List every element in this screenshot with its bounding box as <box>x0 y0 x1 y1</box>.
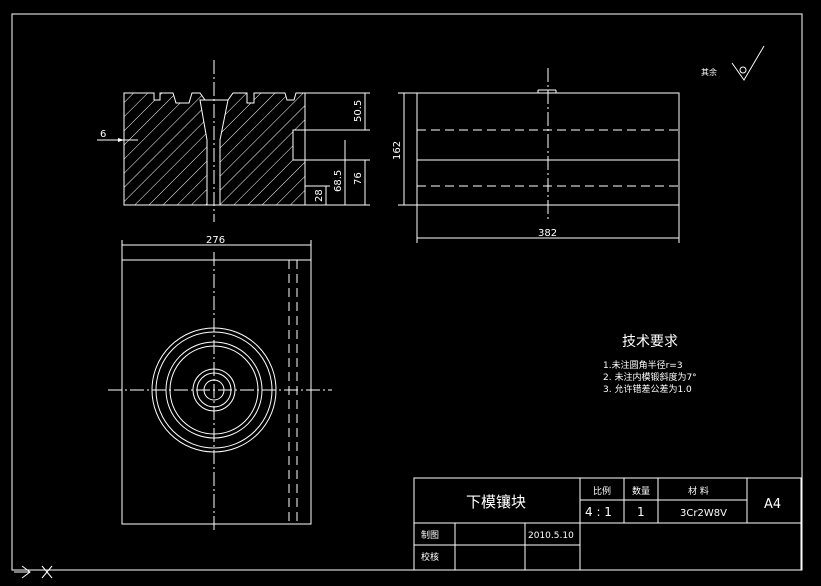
plan-outline <box>121 259 312 525</box>
dim-76: 76 <box>353 172 364 185</box>
tech-requirements: 技术要求 1.未注圆角半径r=3 2. 未注内模锻斜度为7° 3. 允许错差公差… <box>603 334 697 395</box>
check-mark-icon <box>731 45 765 81</box>
dim-382: 382 <box>538 228 557 239</box>
sheet-size: A4 <box>764 497 781 512</box>
tech-item-1: 1.未注圆角半径r=3 <box>603 359 683 371</box>
dim-276: 276 <box>206 235 225 246</box>
roughness-symbol: 其余 <box>701 45 765 81</box>
plan-view: 276 <box>108 235 332 530</box>
dim-6: 6 <box>100 129 106 140</box>
part-name: 下模镶块 <box>466 493 526 511</box>
date-value: 2010.5.10 <box>528 531 574 541</box>
roughness-label: 其余 <box>701 67 717 77</box>
dim-162: 162 <box>392 141 403 160</box>
drawn-label: 制图 <box>421 529 439 541</box>
dim-50-5: 50.5 <box>353 100 364 122</box>
side-notch <box>292 129 306 161</box>
front-view: 162 382 <box>392 68 680 243</box>
scale-value: 4 : 1 <box>585 505 612 519</box>
material-value: 3Cr2W8V <box>680 508 727 519</box>
qty-label: 数量 <box>632 485 650 497</box>
checked-label: 校核 <box>421 551 439 563</box>
dim-28: 28 <box>314 189 325 202</box>
material-label: 材 料 <box>688 485 709 497</box>
tech-item-2: 2. 未注内模锻斜度为7° <box>603 371 697 383</box>
title-block: 下模镶块 比例 4 : 1 数量 1 材 料 3Cr2W8V A4 制图 校核 … <box>413 477 802 571</box>
dim-68-5: 68.5 <box>333 170 344 192</box>
sheet-border <box>11 13 803 571</box>
section-view: 6 50.5 68.5 76 28 <box>97 60 370 222</box>
qty-value: 1 <box>637 505 645 519</box>
scale-label: 比例 <box>593 485 611 497</box>
tech-heading: 技术要求 <box>622 334 678 350</box>
ucs-icon <box>14 565 53 579</box>
tech-item-3: 3. 允许错差公差为1.0 <box>603 383 692 395</box>
